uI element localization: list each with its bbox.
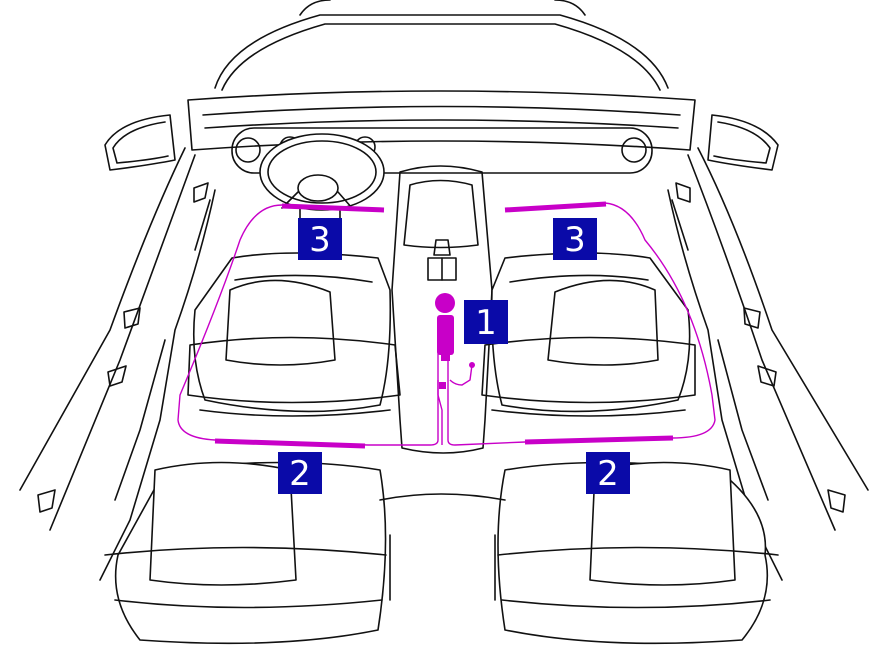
car-body-left [19,147,216,581]
windshield [214,0,669,91]
led-strip-rear-left [214,438,366,449]
led-strips [214,201,674,449]
rear-right-seat [497,461,779,645]
floor-tunnel [379,493,506,601]
steering-wheel [259,133,385,233]
right-mirror [707,114,779,171]
center-console [391,165,493,454]
led-wiring [177,202,716,446]
led-strip-front-left [281,203,385,213]
left-mirror [104,114,176,171]
badge-2-right: 2 [586,452,630,494]
door-handles [37,182,846,513]
car-body-right [667,147,869,581]
badge-2-right-label: 2 [597,454,619,494]
badge-2-left-label: 2 [289,454,311,494]
controller-module [435,293,475,389]
badge-3-left: 3 [298,218,342,260]
badge-1: 1 [464,300,508,344]
badge-1-label: 1 [475,303,497,343]
badge-3-right: 3 [553,218,597,260]
rear-left-seat [104,461,387,645]
led-strip-rear-right [524,435,674,445]
front-left-seat [187,252,401,417]
led-strip-front-right [504,201,607,213]
badge-3-left-label: 3 [309,220,331,260]
front-right-seat [481,252,696,417]
badge-3-right-label: 3 [564,220,586,260]
badge-2-left: 2 [278,452,322,494]
